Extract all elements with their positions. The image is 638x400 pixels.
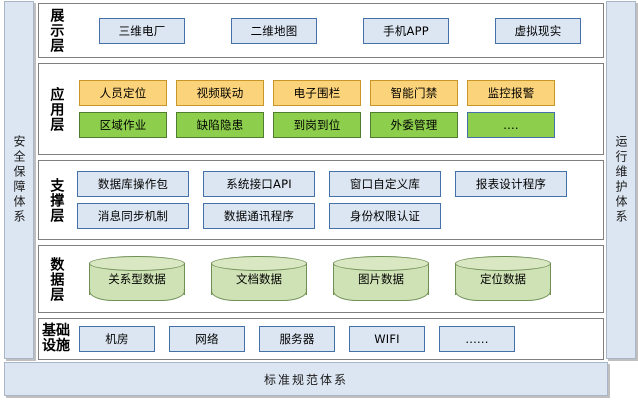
layer-label-text: 基础设施 (42, 322, 70, 354)
node-box-label: .... (503, 118, 519, 132)
node-box-label: 视频联动 (196, 86, 244, 100)
left-sidebar-label: 安全保障体系 (12, 135, 26, 225)
node-box[interactable]: 智能门禁 (370, 80, 458, 106)
bottom-bar-label: 标准规范体系 (263, 372, 348, 387)
node-box[interactable]: 电子围栏 (273, 80, 361, 106)
node-box-label: 二维地图 (250, 23, 298, 38)
node-box-label: 监控报警 (487, 86, 535, 100)
layer-row: 区域作业 缺陷隐患 到岗到位 外委管理.... (73, 112, 597, 138)
node-box[interactable]: 监控报警 (467, 80, 555, 106)
node-box-label: 系统接口API (226, 177, 292, 191)
left-sidebar-security-system: 安全保障体系 (4, 1, 34, 359)
layer-body-application: 人员定位 视频联动 电子围栏 智能门禁 监控报警区域作业 缺陷隐患 到岗到位 外委管理.... (73, 80, 603, 138)
node-box[interactable]: 区域作业 (79, 112, 167, 138)
node-box[interactable]: 报表设计程序 (455, 171, 567, 197)
node-box-label: 区域作业 (99, 118, 147, 132)
data-cylinder[interactable]: 图片数据 (333, 256, 429, 302)
node-box[interactable]: 身份权限认证 (329, 203, 441, 229)
bottom-bar-standards-system: 标准规范体系 (4, 362, 608, 396)
data-cylinder-label: 定位数据 (480, 272, 526, 286)
layer-row: 数据库操作包 系统接口API 窗口自定义库 报表设计程序 (73, 171, 597, 197)
layer-label-presentation: 展示层 (39, 4, 73, 57)
node-box[interactable]: 服务器 (259, 326, 335, 352)
data-cylinder[interactable]: 关系型数据 (89, 256, 185, 302)
cylinder-top-ellipse (455, 256, 551, 271)
layer-body-infrastructure: 机房 网络 服务器 WIFI...... (73, 326, 603, 352)
node-box[interactable]: 三维电厂 (99, 17, 185, 44)
node-box-label: 数据通讯程序 (223, 209, 295, 223)
node-box[interactable]: 虚拟现实 (495, 17, 581, 44)
layer-panel-data: 数据层 关系型数据 文档数据 图片数据 定位数据 (38, 245, 604, 313)
right-sidebar-label: 运行维护体系 (614, 135, 628, 225)
node-box[interactable]: 数据库操作包 (77, 171, 189, 197)
node-box-label: 智能门禁 (390, 86, 438, 100)
node-box-label: 手机APP (383, 23, 429, 38)
layer-label-text: 应用层 (48, 86, 65, 132)
node-box-label: 报表设计程序 (475, 177, 547, 191)
node-box[interactable]: 手机APP (363, 17, 449, 44)
layer-panel-presentation: 展示层 三维电厂 二维地图 手机APP 虚拟现实 (38, 3, 604, 58)
layer-panel-application: 应用层 人员定位 视频联动 电子围栏 智能门禁 监控报警区域作业 缺陷隐患 到岗到位 外委管理.… (38, 63, 604, 155)
layer-label-data: 数据层 (39, 246, 73, 312)
node-box[interactable]: 数据通讯程序 (203, 203, 315, 229)
data-cylinder-label: 文档数据 (236, 272, 282, 286)
node-box-label: 电子围栏 (293, 86, 341, 100)
layer-body-presentation: 三维电厂 二维地图 手机APP 虚拟现实 (73, 17, 603, 44)
node-box-label: 身份权限认证 (349, 209, 421, 223)
node-box[interactable]: 窗口自定义库 (329, 171, 441, 197)
layer-label-text: 支撑层 (48, 177, 65, 223)
node-box[interactable]: .... (467, 112, 555, 138)
node-box-label: 缺陷隐患 (196, 118, 244, 132)
node-box[interactable]: 到岗到位 (273, 112, 361, 138)
data-cylinder[interactable]: 文档数据 (211, 256, 307, 302)
node-box-label: 数据库操作包 (97, 177, 169, 191)
node-box-label: 人员定位 (99, 86, 147, 100)
node-box-label: 虚拟现实 (514, 23, 562, 38)
cylinder-top-ellipse (89, 256, 185, 271)
layer-panel-support: 支撑层 数据库操作包 系统接口API 窗口自定义库 报表设计程序消息同步机制 数据通讯程序… (38, 160, 604, 240)
data-cylinder-label: 关系型数据 (108, 272, 166, 286)
layer-row: 三维电厂 二维地图 手机APP 虚拟现实 (73, 17, 597, 44)
node-box-label: 外委管理 (390, 118, 438, 132)
node-box-label: 服务器 (279, 332, 315, 346)
layer-body-data: 关系型数据 文档数据 图片数据 定位数据 (73, 256, 603, 302)
node-box[interactable]: 外委管理 (370, 112, 458, 138)
layer-row: 人员定位 视频联动 电子围栏 智能门禁 监控报警 (73, 80, 597, 106)
layer-label-infrastructure: 基础设施 (39, 319, 73, 359)
cylinder-top-ellipse (211, 256, 307, 271)
layer-label-text: 展示层 (48, 8, 65, 53)
node-box[interactable]: 二维地图 (231, 17, 317, 44)
node-box[interactable]: 系统接口API (203, 171, 315, 197)
node-box-label: 三维电厂 (118, 23, 166, 38)
node-box[interactable]: ...... (439, 326, 515, 352)
layer-body-support: 数据库操作包 系统接口API 窗口自定义库 报表设计程序消息同步机制 数据通讯程序 身份权… (73, 171, 603, 229)
layer-panel-infrastructure: 基础设施 机房 网络 服务器 WIFI...... (38, 318, 604, 360)
layer-row: 消息同步机制 数据通讯程序 身份权限认证 (73, 203, 597, 229)
layer-row: 机房 网络 服务器 WIFI...... (73, 326, 597, 352)
node-box[interactable]: 网络 (169, 326, 245, 352)
node-box[interactable]: WIFI (349, 326, 425, 352)
layer-label-application: 应用层 (39, 64, 73, 154)
node-box-label: 消息同步机制 (97, 209, 169, 223)
layer-label-text: 数据层 (48, 256, 65, 302)
node-box-label: 机房 (105, 332, 129, 346)
cylinder-top-ellipse (333, 256, 429, 271)
node-box-label: 到岗到位 (293, 118, 341, 132)
node-box[interactable]: 缺陷隐患 (176, 112, 264, 138)
node-box[interactable]: 视频联动 (176, 80, 264, 106)
data-cylinder-label: 图片数据 (358, 272, 404, 286)
node-box-label: ...... (465, 332, 489, 346)
data-cylinder[interactable]: 定位数据 (455, 256, 551, 302)
layer-row: 关系型数据 文档数据 图片数据 定位数据 (73, 256, 597, 302)
node-box-label: 窗口自定义库 (349, 177, 421, 191)
node-box-label: 网络 (195, 332, 219, 346)
node-box[interactable]: 消息同步机制 (77, 203, 189, 229)
right-sidebar-operations-system: 运行维护体系 (606, 1, 636, 359)
node-box[interactable]: 人员定位 (79, 80, 167, 106)
layer-label-support: 支撑层 (39, 161, 73, 239)
node-box-label: WIFI (374, 332, 400, 346)
node-box[interactable]: 机房 (79, 326, 155, 352)
